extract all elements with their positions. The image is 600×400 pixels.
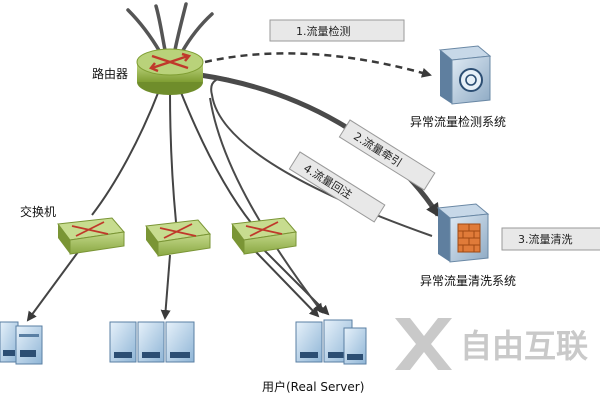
detect-system-label: 异常流量检测系统 [410, 114, 506, 129]
server-icon [109, 321, 137, 363]
step4-box: 4.流量回注 [288, 151, 386, 223]
watermark: 自由互联 [395, 318, 588, 370]
server-icon [165, 321, 195, 363]
detect-flow-arrow [204, 52, 432, 78]
server-icon [295, 321, 323, 363]
server-group-1 [0, 321, 43, 365]
watermark-logo-icon [395, 318, 452, 370]
server-icon [0, 321, 19, 363]
switch-label: 交换机 [20, 204, 56, 219]
step3-box: 3.流量清洗 [501, 227, 600, 251]
reinjection-down-line [209, 97, 324, 314]
user-label: 用户(Real Server) [262, 379, 364, 394]
watermark-text: 自由互联 [460, 327, 588, 365]
server-icon [343, 327, 367, 365]
clean-system-label: 异常流量清洗系统 [420, 274, 516, 288]
step1-box: 1.流量检测 [269, 19, 405, 42]
step3-label: 3.流量清洗 [518, 232, 573, 246]
step2-box: 2.流量牵引 [338, 119, 436, 191]
router-label: 路由器 [92, 66, 128, 81]
switch-icon-3 [231, 217, 297, 255]
step1-label: 1.流量检测 [296, 24, 351, 38]
switch-links [26, 249, 330, 322]
router-icon [136, 48, 204, 95]
server-icon [15, 325, 43, 365]
detection-system-icon [438, 45, 492, 105]
server-icon [137, 321, 165, 363]
switch-icon-1 [57, 217, 125, 255]
server-group-3 [295, 319, 367, 365]
cleaning-system-icon [436, 203, 490, 263]
diversion-flow-arrow [199, 72, 441, 218]
server-group-2 [109, 321, 195, 363]
switch-icon-2 [145, 219, 211, 257]
upstream-links [126, 2, 214, 54]
downlinks [91, 87, 253, 225]
